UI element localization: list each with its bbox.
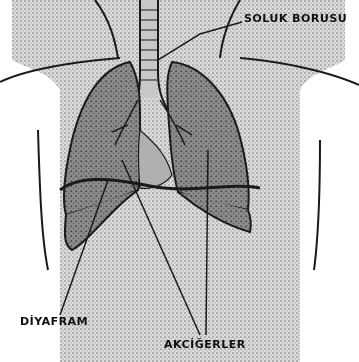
- trachea-fill: [141, 0, 157, 98]
- body-side-left: [38, 130, 48, 270]
- body-side-right: [314, 140, 320, 270]
- diaphragm-label: DİYAFRAM: [20, 315, 88, 328]
- lungs-label: AKCİĞERLER: [164, 338, 246, 351]
- trachea-label: SOLUK BORUSU: [244, 12, 347, 25]
